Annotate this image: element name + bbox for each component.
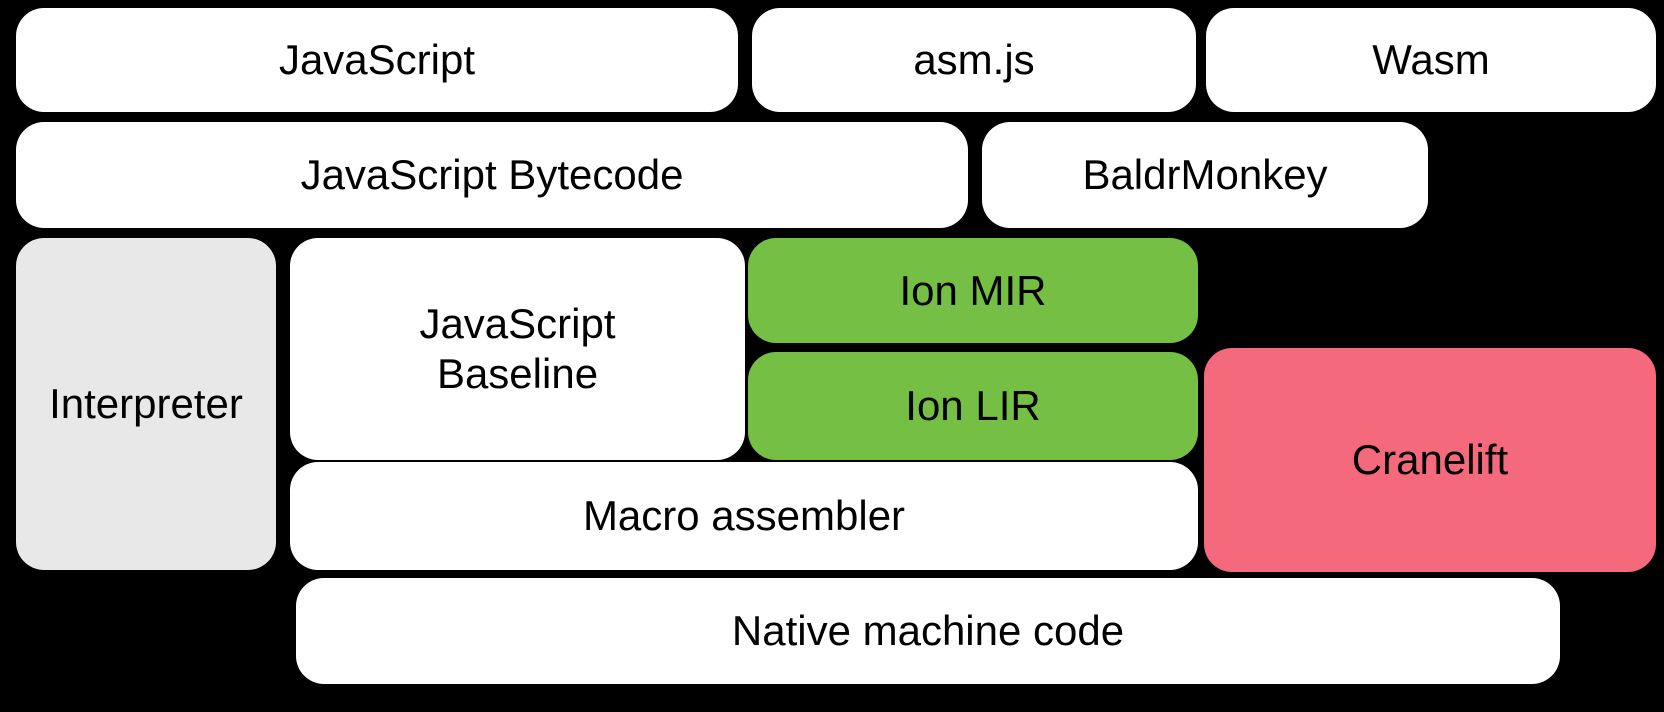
- box-macro-assembler: Macro assembler: [290, 462, 1198, 570]
- box-javascript: JavaScript: [16, 8, 738, 112]
- box-javascript-label: JavaScript: [278, 36, 476, 84]
- box-macro-assembler-label: Macro assembler: [582, 492, 906, 540]
- box-javascript-bytecode-label: JavaScript Bytecode: [300, 151, 684, 199]
- box-javascript-baseline: JavaScript Baseline: [290, 238, 745, 460]
- box-wasm: Wasm: [1206, 8, 1656, 112]
- box-baldrmonkey: BaldrMonkey: [982, 122, 1428, 228]
- box-native-machine-code-label: Native machine code: [731, 607, 1125, 655]
- box-cranelift: Cranelift: [1204, 348, 1656, 572]
- box-ion-mir: Ion MIR: [748, 238, 1198, 343]
- box-asmjs-label: asm.js: [913, 36, 1035, 84]
- box-baldrmonkey-label: BaldrMonkey: [1082, 151, 1328, 199]
- box-javascript-baseline-label: JavaScript Baseline: [419, 300, 616, 397]
- box-native-machine-code: Native machine code: [296, 578, 1560, 684]
- box-ion-mir-label: Ion MIR: [899, 266, 1047, 314]
- box-wasm-label: Wasm: [1372, 36, 1490, 84]
- box-interpreter-label: Interpreter: [49, 380, 243, 428]
- box-cranelift-label: Cranelift: [1351, 436, 1509, 484]
- box-javascript-bytecode: JavaScript Bytecode: [16, 122, 968, 228]
- box-asmjs: asm.js: [752, 8, 1196, 112]
- box-interpreter: Interpreter: [16, 238, 276, 570]
- box-ion-lir-label: Ion LIR: [905, 382, 1041, 430]
- box-ion-lir: Ion LIR: [748, 352, 1198, 460]
